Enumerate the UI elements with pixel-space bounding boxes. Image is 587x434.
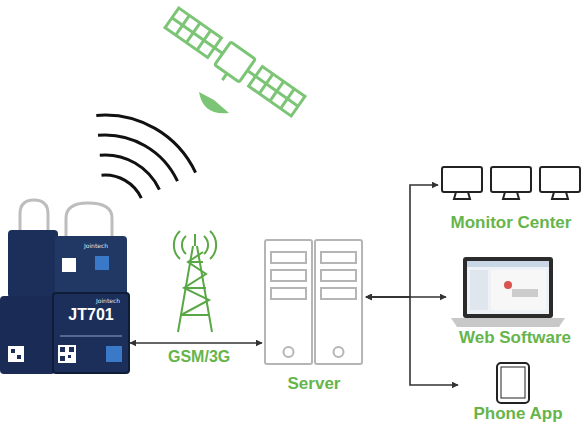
node-text: Web Software	[436, 328, 587, 348]
node-text: Monitor Center	[428, 213, 587, 233]
laptop-icon	[451, 257, 565, 327]
connector-arrow	[366, 297, 458, 385]
connector-arrow	[366, 185, 438, 297]
node-text: JT701	[54, 306, 128, 324]
brand-label: Jointech	[84, 242, 108, 249]
satellite-dish	[199, 92, 229, 113]
satellite-icon	[159, 6, 306, 124]
brand-label: Jointech	[96, 297, 120, 304]
node-text: Server	[252, 374, 376, 394]
server-icon	[265, 240, 362, 364]
edge-label: GSM/3G	[168, 348, 230, 366]
lock-devices	[0, 200, 127, 374]
qr-code	[58, 336, 122, 363]
monitor-center-node: Monitor Center	[438, 160, 584, 233]
phone-app-node: Phone App	[458, 358, 578, 424]
node-text: Phone App	[448, 404, 587, 424]
server-node: Server	[262, 236, 366, 394]
tablet-icon	[497, 363, 529, 403]
web-software-node: Web Software	[446, 252, 584, 348]
cell-tower	[174, 231, 216, 332]
signal-waves	[96, 115, 195, 198]
connector-arrow	[130, 342, 262, 344]
monitor-icons	[442, 167, 580, 199]
